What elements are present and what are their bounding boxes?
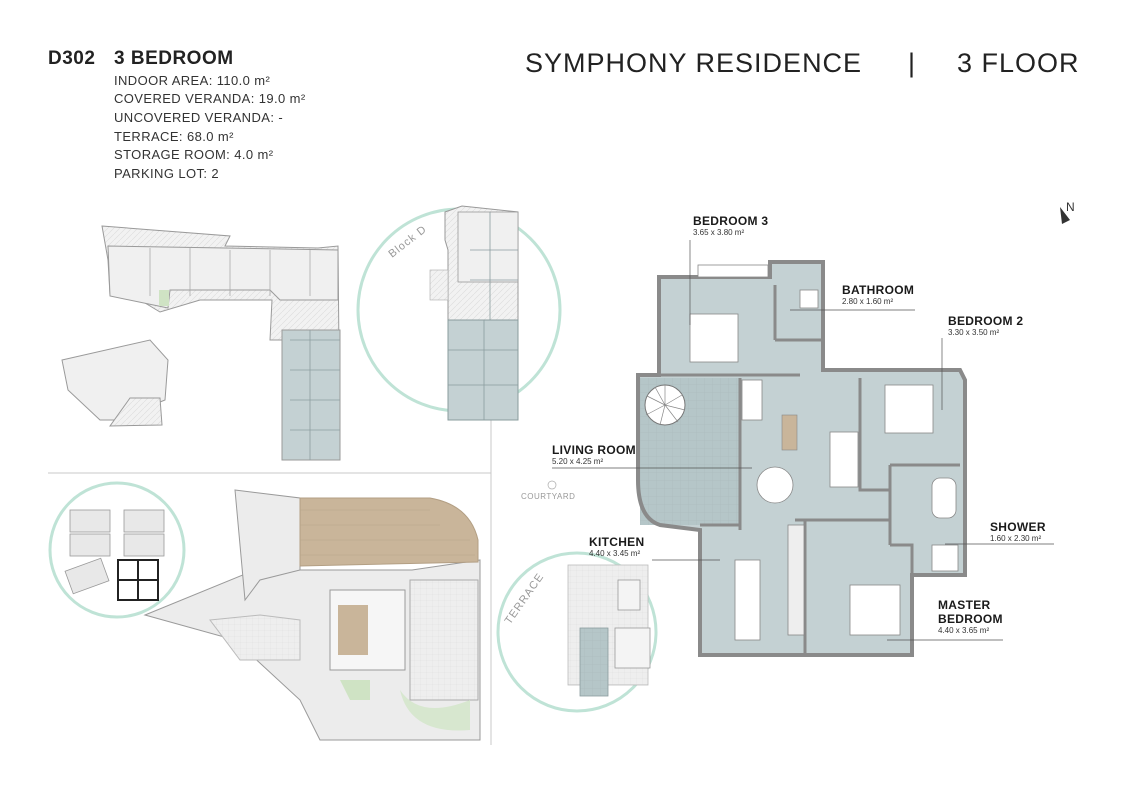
spec-parking-lot: PARKING LOT: 2: [114, 166, 220, 181]
room-name: KITCHEN: [589, 535, 645, 549]
room-name: MASTER BEDROOM: [938, 598, 1003, 626]
room-dims: 4.40 x 3.45 m²: [589, 549, 641, 558]
north-arrow-icon: [1060, 207, 1070, 224]
room-label-master-bedroom: MASTER BEDROOM 4.40 x 3.65 m²: [938, 598, 1018, 635]
room-label-kitchen: KITCHEN 4.40 x 3.45 m²: [589, 535, 644, 558]
room-dims: 2.80 x 1.60 m²: [842, 297, 894, 306]
room-label-bedroom-2: BEDROOM 2 3.30 x 3.50 m²: [948, 314, 1023, 337]
bed-bedroom-2: [884, 384, 934, 434]
leader-lines: [552, 240, 1054, 641]
room-dims: 3.30 x 3.50 m²: [948, 328, 1000, 337]
block-d-zoom-circle: [356, 205, 562, 421]
spec-uncovered-veranda: UNCOVERED VERANDA: -: [114, 110, 284, 125]
room-name: BEDROOM 2: [948, 314, 1024, 328]
bathtub: [931, 477, 957, 519]
room-label-bedroom-3: BEDROOM 3 3.65 x 3.80 m²: [693, 214, 768, 237]
unit-type: 3 BEDROOM: [114, 48, 234, 69]
room-name: BEDROOM 3: [693, 214, 769, 228]
floor-plan: [636, 260, 967, 657]
title-separator: |: [908, 48, 916, 78]
room-name: SHOWER: [990, 520, 1046, 534]
shower-tray: [931, 544, 959, 572]
spec-covered-veranda: COVERED VERANDA: 19.0 m²: [114, 91, 306, 106]
sofa: [829, 431, 859, 488]
room-dims: 4.40 x 3.65 m²: [938, 626, 990, 635]
room-name: LIVING ROOM: [552, 443, 636, 457]
spec-storage-room: STORAGE ROOM: 4.0 m²: [114, 147, 274, 162]
floor-label: 3 FLOOR: [957, 48, 1080, 78]
room-label-shower: SHOWER 1.60 x 2.30 m²: [990, 520, 1046, 543]
dining-table: [756, 466, 794, 504]
room-dims: 1.60 x 2.30 m²: [990, 534, 1042, 543]
block-d-highlight: [281, 329, 341, 461]
bed-bedroom-3: [689, 313, 739, 363]
kitchen-island: [734, 559, 761, 641]
room-label-living-room: LIVING ROOM 5.20 x 4.25 m²: [552, 443, 636, 466]
room-label-bathroom: BATHROOM 2.80 x 1.60 m²: [842, 283, 914, 306]
block-plan: [61, 225, 341, 461]
project-title: SYMPHONY RESIDENCE: [525, 48, 863, 78]
parking-zoom-circle: [48, 481, 186, 619]
courtyard-label: COURTYARD: [521, 492, 576, 501]
spec-terrace: TERRACE: 68.0 m²: [114, 129, 234, 144]
unit-code: D302: [48, 48, 96, 69]
room-dims: 3.65 x 3.80 m²: [693, 228, 745, 237]
spec-indoor-area: INDOOR AREA: 110.0 m²: [114, 73, 271, 88]
room-name: BATHROOM: [842, 283, 915, 297]
courtyard-icon: [547, 480, 557, 490]
room-dims: 5.20 x 4.25 m²: [552, 457, 604, 466]
site-plan: [143, 489, 481, 741]
north-label: N: [1066, 200, 1075, 214]
terrace-zoom-circle: [496, 551, 658, 713]
bed-master: [849, 584, 901, 636]
